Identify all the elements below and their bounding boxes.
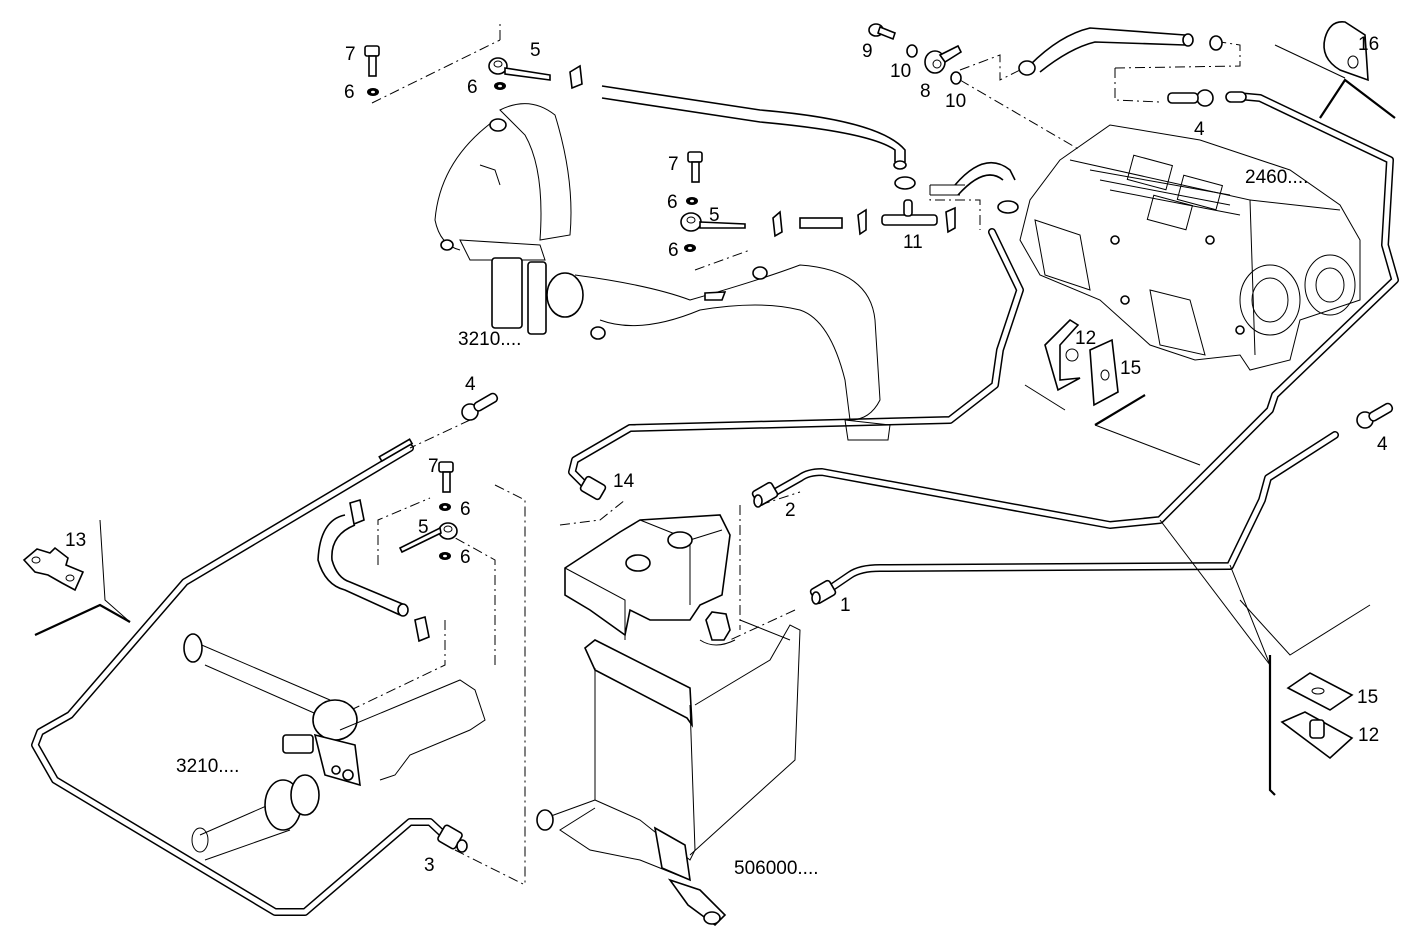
callout-6: 6 [460, 499, 471, 520]
hose-segment [799, 217, 843, 229]
callout-14: 14 [613, 471, 635, 492]
callout-3210: 3210.... [176, 756, 239, 777]
pipe-2 [766, 92, 1399, 529]
pipe-fitting-3 [437, 824, 468, 853]
pipe-clamp-16 [1323, 21, 1369, 82]
hose-short-right [954, 161, 1016, 196]
transmission-2460 [1019, 124, 1361, 371]
callout-4: 4 [1377, 434, 1388, 455]
hose-clamp-mid-2 [857, 208, 867, 236]
seal-ring-10-upper [906, 44, 918, 58]
callout-6: 6 [467, 77, 478, 98]
callout-16: 16 [1358, 34, 1379, 55]
callout-8: 8 [920, 81, 931, 102]
banjo-fitting-8 [924, 44, 963, 74]
pipe-1 [821, 431, 1339, 596]
banjo-fitting-5-middle [680, 212, 746, 232]
hose-adapter-4-right [1356, 402, 1394, 429]
seal-ring-10-lower [950, 71, 962, 85]
pipe-14 [568, 228, 1024, 494]
callout-12: 12 [1075, 328, 1096, 349]
hose-clamp-mid-1 [772, 210, 783, 238]
callout-5: 5 [709, 205, 720, 226]
hose-clamp-left-2 [414, 615, 430, 643]
banjo-bolt-9 [868, 23, 896, 41]
bracket-12-lower [1280, 711, 1354, 760]
callout-6: 6 [344, 82, 355, 103]
callout-3: 3 [424, 855, 435, 876]
callout-11: 11 [903, 232, 923, 253]
banjo-fitting-5-left [398, 522, 458, 554]
callout-7: 7 [345, 44, 356, 65]
callout-4: 4 [1194, 119, 1205, 140]
coolant-housing-3210-top [434, 103, 891, 441]
callout-1: 1 [840, 595, 851, 616]
bolt-7-middle [687, 151, 703, 183]
callout-6: 6 [460, 547, 471, 568]
bracket-12-upper [1044, 318, 1081, 392]
hose-end-top [893, 160, 907, 170]
callout-labels: 7 6 5 6 9 10 8 10 4 16 2460.... 7 6 5 6 … [65, 34, 1388, 879]
hose-adapter-4-top [1167, 89, 1214, 107]
plate-15-lower [1286, 672, 1354, 711]
hose-clamp-upper-right-2 [1209, 35, 1223, 51]
pipe-3 [31, 444, 449, 916]
hose-clamp-left-1 [349, 498, 365, 526]
hose-adapter-4-left [461, 392, 499, 421]
banjo-fitting-5-top [488, 57, 551, 81]
hose-clamp-top [569, 64, 583, 90]
hose-left [317, 514, 406, 616]
pipe-clamp-13 [22, 546, 85, 592]
callout-5: 5 [530, 40, 541, 61]
callout-12: 12 [1358, 725, 1379, 746]
callout-506000: 506000.... [734, 858, 819, 879]
callout-3210: 3210.... [458, 329, 521, 350]
hose-clamp-upper-right-1 [1018, 60, 1036, 76]
valve-assembly-3210-bottom [183, 633, 486, 861]
pipe-end-left [378, 438, 414, 463]
callout-15: 15 [1120, 358, 1141, 379]
pipe-fitting-14 [579, 475, 607, 501]
callout-5: 5 [418, 517, 429, 538]
pipe-fitting-1 [809, 579, 837, 605]
callout-9: 9 [862, 41, 873, 62]
bolt-7-top [364, 45, 380, 77]
callout-15: 15 [1357, 687, 1378, 708]
callout-10: 10 [890, 61, 911, 82]
callout-2460: 2460.... [1245, 167, 1308, 188]
hose-clamp-right-mid [997, 200, 1019, 214]
pipe-end-top [1225, 91, 1247, 103]
hose-end-left [397, 603, 409, 617]
bolt-7-left [438, 461, 454, 493]
hose-clamp-right [894, 176, 916, 190]
hose-upper-right [1029, 27, 1186, 73]
callout-6: 6 [667, 192, 678, 213]
leader-lines [34, 20, 1396, 886]
callout-2: 2 [785, 500, 796, 521]
callout-10: 10 [945, 91, 966, 112]
tee-connector-11 [881, 199, 938, 226]
callout-13: 13 [65, 530, 86, 551]
plate-15-upper [1089, 338, 1119, 407]
hose-clamp-mid-3 [945, 206, 956, 234]
hose-top [601, 85, 906, 162]
callout-4: 4 [465, 374, 476, 395]
pipe-fitting-2 [751, 481, 779, 508]
oil-reservoir-506000 [536, 514, 801, 927]
callout-7: 7 [668, 154, 679, 175]
callout-6: 6 [668, 240, 679, 261]
callout-7: 7 [428, 456, 439, 477]
